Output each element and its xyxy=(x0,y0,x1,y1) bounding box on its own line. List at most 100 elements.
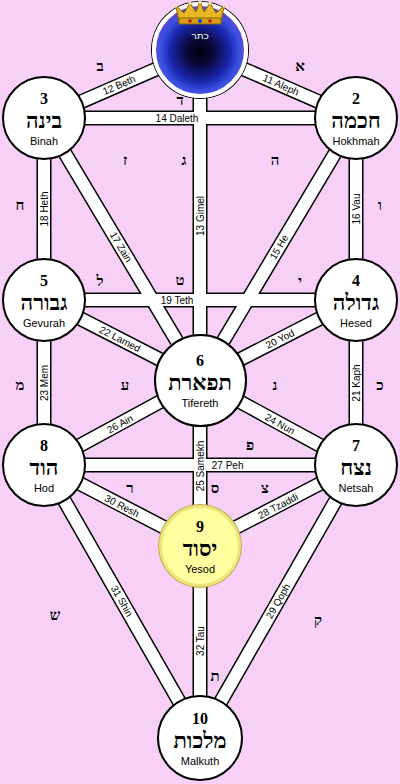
path-label: 14 Daleth xyxy=(154,113,201,124)
path-band xyxy=(243,69,318,102)
crown-gem xyxy=(188,19,192,23)
path-band xyxy=(38,159,50,259)
hebrew-name: תפארת xyxy=(168,370,232,396)
crown-gem xyxy=(198,19,202,23)
hebrew-letter: ט xyxy=(175,272,184,288)
path-band xyxy=(80,319,159,360)
path-band xyxy=(82,69,157,102)
sephirah-number: 10 xyxy=(192,710,208,728)
hebrew-letter: ר xyxy=(126,480,133,496)
path-label: 16 Vau xyxy=(351,192,362,227)
path-band xyxy=(235,484,319,528)
hebrew-letter: ד xyxy=(176,92,183,108)
path-band xyxy=(80,484,164,528)
path-label: 32 Tau xyxy=(195,624,206,658)
path-band xyxy=(194,426,206,507)
path-band xyxy=(350,159,362,259)
hebrew-letter: ס xyxy=(211,480,220,496)
sephirah-number: 9 xyxy=(196,518,204,536)
path-band xyxy=(85,111,315,126)
hebrew-letter: כ xyxy=(376,377,383,393)
sephirah-number: 7 xyxy=(352,437,360,455)
crown-gem xyxy=(208,19,212,23)
hebrew-letter: ל xyxy=(96,273,103,289)
path-label: 22 Lamed xyxy=(96,323,144,355)
path-band xyxy=(243,69,318,102)
path-band xyxy=(235,484,319,528)
hebrew-letter: ח xyxy=(16,197,25,213)
sephirah-name: Hokhmah xyxy=(332,135,379,147)
sephirah-name: Tifereth xyxy=(182,397,219,409)
sephirah-name: Malkuth xyxy=(181,755,220,767)
path-band xyxy=(85,112,315,124)
hebrew-letter: א xyxy=(295,58,305,74)
hebrew-letter: ו xyxy=(378,197,382,213)
path-band xyxy=(240,319,319,360)
path-label: 27 Peh xyxy=(210,460,246,471)
sephirah-number: 3 xyxy=(40,90,48,108)
sephirah-name: Binah xyxy=(30,135,58,147)
sephirah-circle: 5גבורהGevurah xyxy=(2,258,86,342)
sephirah-circle: 2חכמהHokhmah xyxy=(314,76,398,160)
path-label: 28 Tzaddi xyxy=(254,490,301,522)
sephirah-number: 8 xyxy=(40,437,48,455)
sephirah-circle: 6תפארתTifereth xyxy=(154,334,247,427)
hebrew-letter: ז xyxy=(123,152,127,168)
crown-illustration xyxy=(0,0,400,26)
hebrew-letter: פ xyxy=(246,437,254,453)
sephirah-circle: 7נצחNetsah xyxy=(314,423,398,507)
path-band xyxy=(194,586,206,696)
hebrew-name: הוד xyxy=(30,455,59,481)
path-label: 25 Samekh xyxy=(195,438,206,493)
sephirah-name: Gevurah xyxy=(23,317,65,329)
crown-pearl xyxy=(222,4,225,7)
path-band xyxy=(80,319,159,360)
hebrew-letter: ע xyxy=(121,377,130,393)
path-band xyxy=(193,586,208,696)
path-band xyxy=(85,293,315,308)
sephirah-name: Netsah xyxy=(339,482,374,494)
hebrew-name: חכמה xyxy=(331,108,380,134)
sephirah-circle: 8הודHod xyxy=(2,423,86,507)
path-label: 26 Ain xyxy=(103,411,136,436)
hebrew-letter: ק xyxy=(314,612,322,628)
hebrew-name: נצח xyxy=(340,455,372,481)
crown-pearl xyxy=(174,4,177,7)
path-band xyxy=(240,319,319,360)
sephirah-circle: 4גדולהHesed xyxy=(314,258,398,342)
hebrew-letter: ה xyxy=(271,152,280,168)
path-band xyxy=(349,341,364,424)
path-band xyxy=(193,426,208,507)
path-band xyxy=(38,341,50,424)
path-label: 13 Gimel xyxy=(195,194,206,238)
path-label: 23 Mem xyxy=(39,362,50,402)
path-band xyxy=(80,484,164,528)
path-band xyxy=(350,341,362,424)
hebrew-letter: ג xyxy=(182,152,187,168)
crown-pearl xyxy=(188,1,191,4)
hebrew-name: יסוד xyxy=(183,536,218,562)
sephirah-number: 5 xyxy=(40,272,48,290)
kether-name: כתר xyxy=(191,30,209,41)
path-band xyxy=(37,341,52,424)
hebrew-letter: י xyxy=(298,273,302,289)
path-label: 21 Kaph xyxy=(351,362,362,403)
hebrew-name: גבורה xyxy=(21,290,68,316)
sephirah-number: 4 xyxy=(352,272,360,290)
path-band xyxy=(80,402,160,446)
sephirah-circle: 10מלכותMalkuth xyxy=(157,695,243,781)
crown-pearl xyxy=(208,1,211,4)
hebrew-letter: ש xyxy=(50,607,61,623)
sephirah-name: Yesod xyxy=(185,563,215,575)
path-band xyxy=(349,159,364,259)
hebrew-name: מלכות xyxy=(173,728,226,754)
sephirah-circle: 9יסודYesod xyxy=(159,505,241,587)
hebrew-letter: צ xyxy=(261,480,269,496)
crown-band xyxy=(179,18,221,24)
hebrew-letter: ב xyxy=(96,58,103,74)
path-band xyxy=(85,294,315,306)
sephirah-circle: 3בינהBinah xyxy=(2,76,86,160)
hebrew-letter: ת xyxy=(210,668,219,684)
crown-pearl xyxy=(198,0,201,3)
